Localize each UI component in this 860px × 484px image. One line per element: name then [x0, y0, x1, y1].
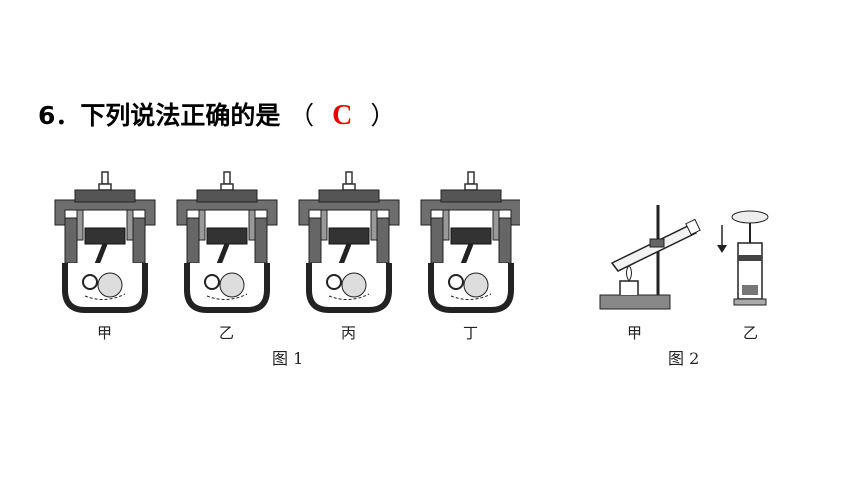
- fig1-label-4: 丁: [463, 324, 479, 342]
- question-text: ．下列说法正确的是: [55, 101, 281, 130]
- fig1-label-3: 丙: [341, 324, 357, 342]
- figure1-engine-strokes: [50, 170, 520, 320]
- figure2-apparatus: [599, 205, 769, 310]
- question-number: 6: [38, 101, 56, 130]
- engine-stroke-2: [177, 172, 277, 310]
- engine-stroke-3: [299, 172, 399, 310]
- fig1-label-2: 乙: [219, 324, 235, 342]
- fig2-label-2: 乙: [743, 324, 759, 342]
- fig1-caption: 图 1: [272, 349, 304, 368]
- fig2-caption: 图 2: [668, 349, 700, 368]
- open-paren: （: [289, 101, 315, 130]
- close-paren: ）: [370, 101, 396, 130]
- answer-letter: C: [332, 100, 353, 131]
- engine-stroke-1: [55, 172, 155, 310]
- fig1-label-1: 甲: [97, 324, 113, 342]
- engine-stroke-4: [421, 172, 520, 310]
- question-line: 6．下列说法正确的是 （ C ）: [38, 96, 395, 132]
- fig2-label-1: 甲: [627, 324, 643, 342]
